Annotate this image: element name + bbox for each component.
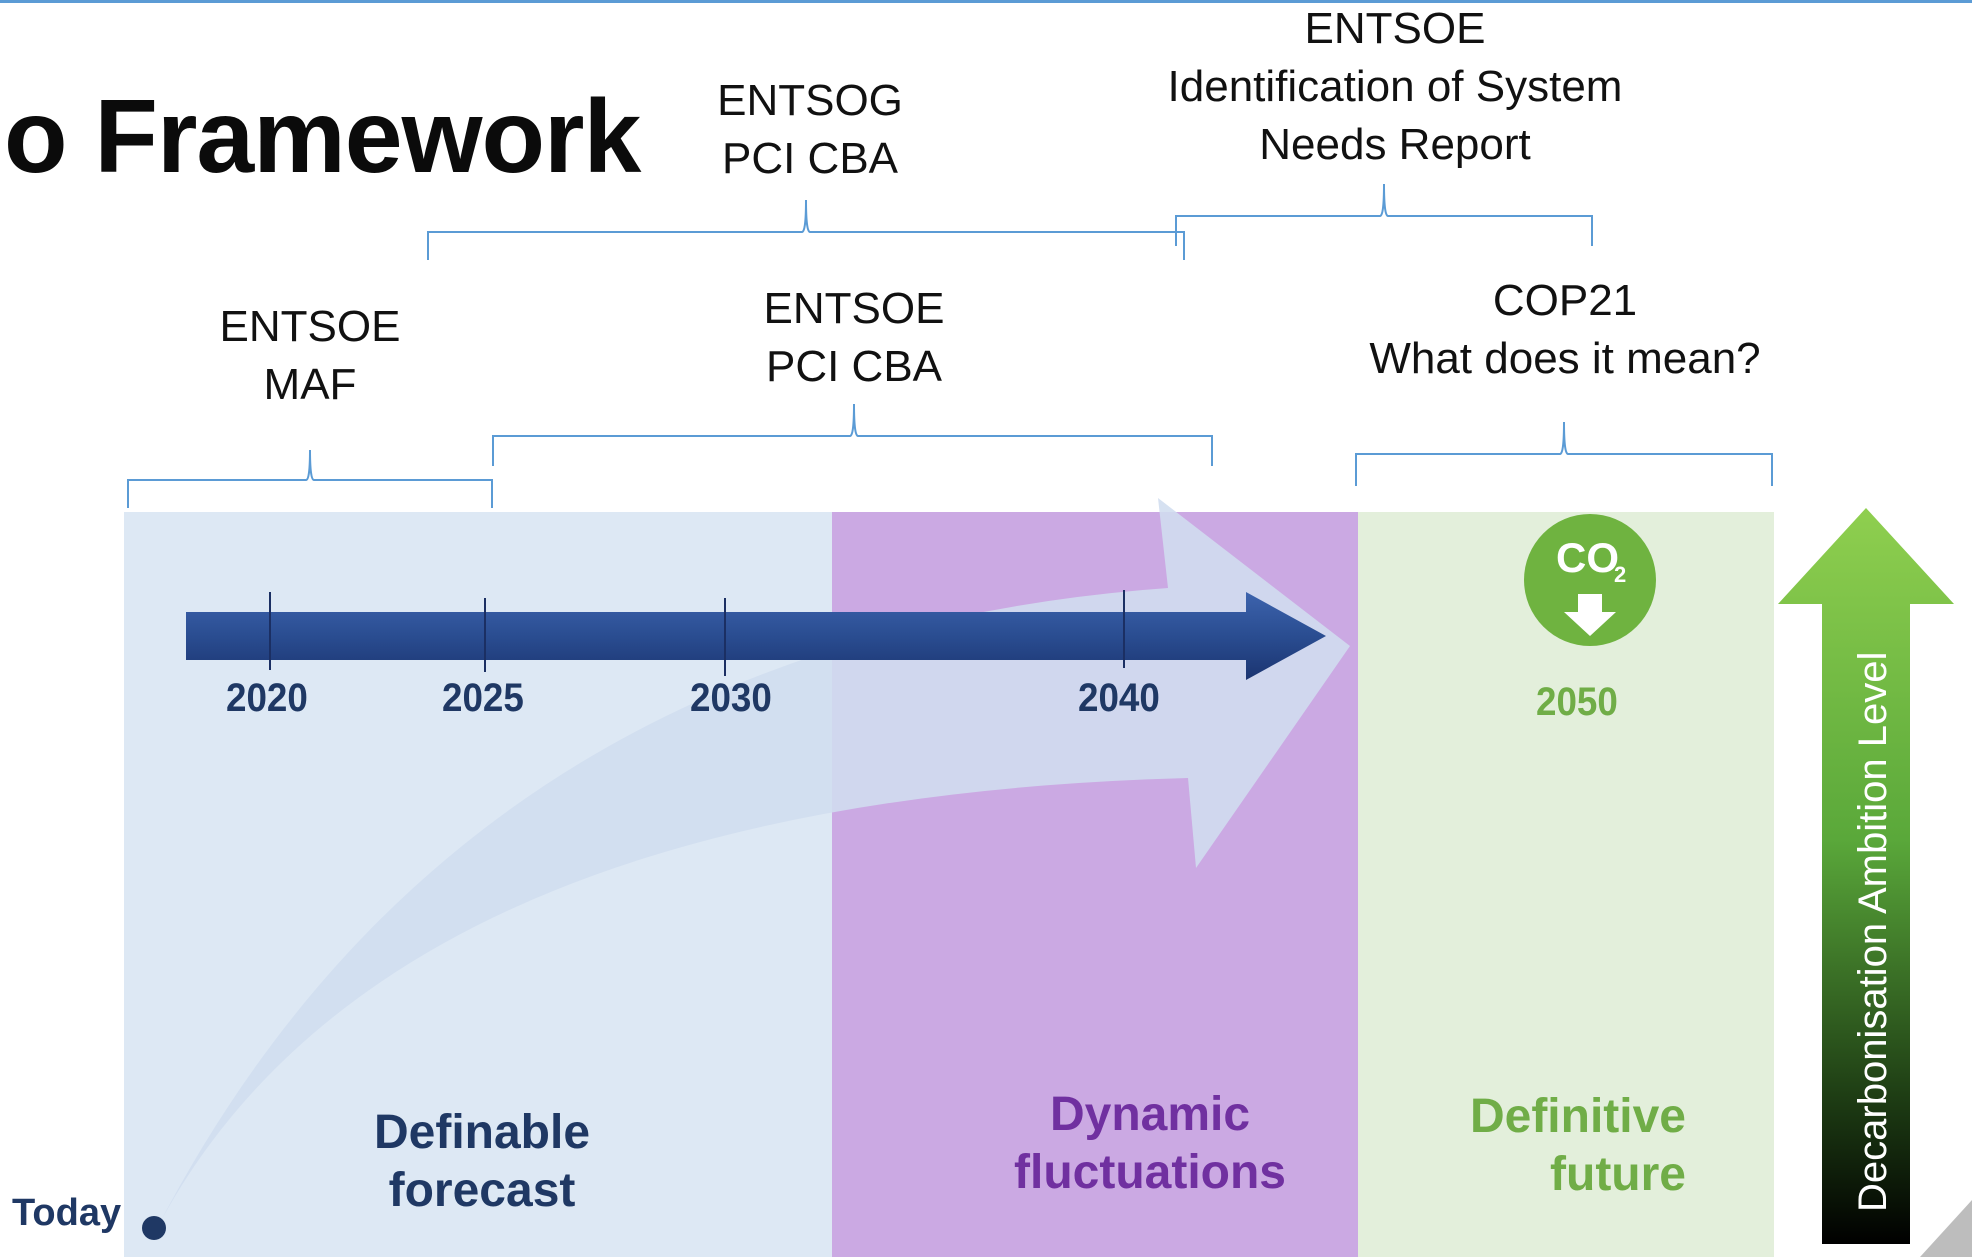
co2-label: CO bbox=[1556, 534, 1619, 581]
year-2050: 2050 bbox=[1536, 680, 1618, 724]
ambition-label: Decarbonisation Ambition Level bbox=[1851, 652, 1895, 1212]
zone-label-definable: Definable forecast bbox=[373, 1106, 591, 1217]
label-cop21: COP21 What does it mean? bbox=[1369, 276, 1761, 383]
bracket-entsog-pci bbox=[427, 199, 1185, 260]
co2-reduction-icon: CO 2 bbox=[1524, 514, 1656, 646]
today-dot bbox=[142, 1216, 166, 1240]
zone-label-definitive: Definitive future bbox=[1469, 1090, 1686, 1201]
label-entsoe-maf: ENTSOE MAF bbox=[219, 302, 401, 409]
year-2040: 2040 bbox=[1078, 676, 1160, 720]
zone-label-dynamic: Dynamic fluctuations bbox=[1014, 1088, 1286, 1199]
year-2025: 2025 bbox=[442, 676, 524, 720]
brackets bbox=[127, 183, 1773, 508]
bracket-entsoe-pci bbox=[492, 403, 1213, 466]
bracket-system-needs bbox=[1175, 183, 1593, 246]
page-title: o Framework bbox=[4, 79, 641, 195]
ambition-arrow bbox=[1778, 508, 1954, 1244]
label-entsoe-pci-cba: ENTSOE PCI CBA bbox=[763, 284, 945, 391]
top-rule bbox=[0, 0, 1972, 3]
corner-shadow bbox=[1920, 1200, 1972, 1257]
growth-sweep-arrow bbox=[155, 498, 1350, 1232]
label-entsoe-system-needs: ENTSOE Identification of System Needs Re… bbox=[1167, 4, 1623, 169]
year-2020: 2020 bbox=[226, 676, 308, 720]
bracket-cop21 bbox=[1355, 421, 1773, 486]
timeline-arrow bbox=[186, 592, 1326, 680]
today-label: Today bbox=[12, 1192, 122, 1234]
label-entsog-pci-cba: ENTSOG PCI CBA bbox=[717, 76, 903, 183]
bracket-maf bbox=[127, 449, 493, 508]
timeline-ticks bbox=[269, 590, 1125, 676]
year-2030: 2030 bbox=[690, 676, 772, 720]
co2-subscript: 2 bbox=[1614, 562, 1626, 587]
